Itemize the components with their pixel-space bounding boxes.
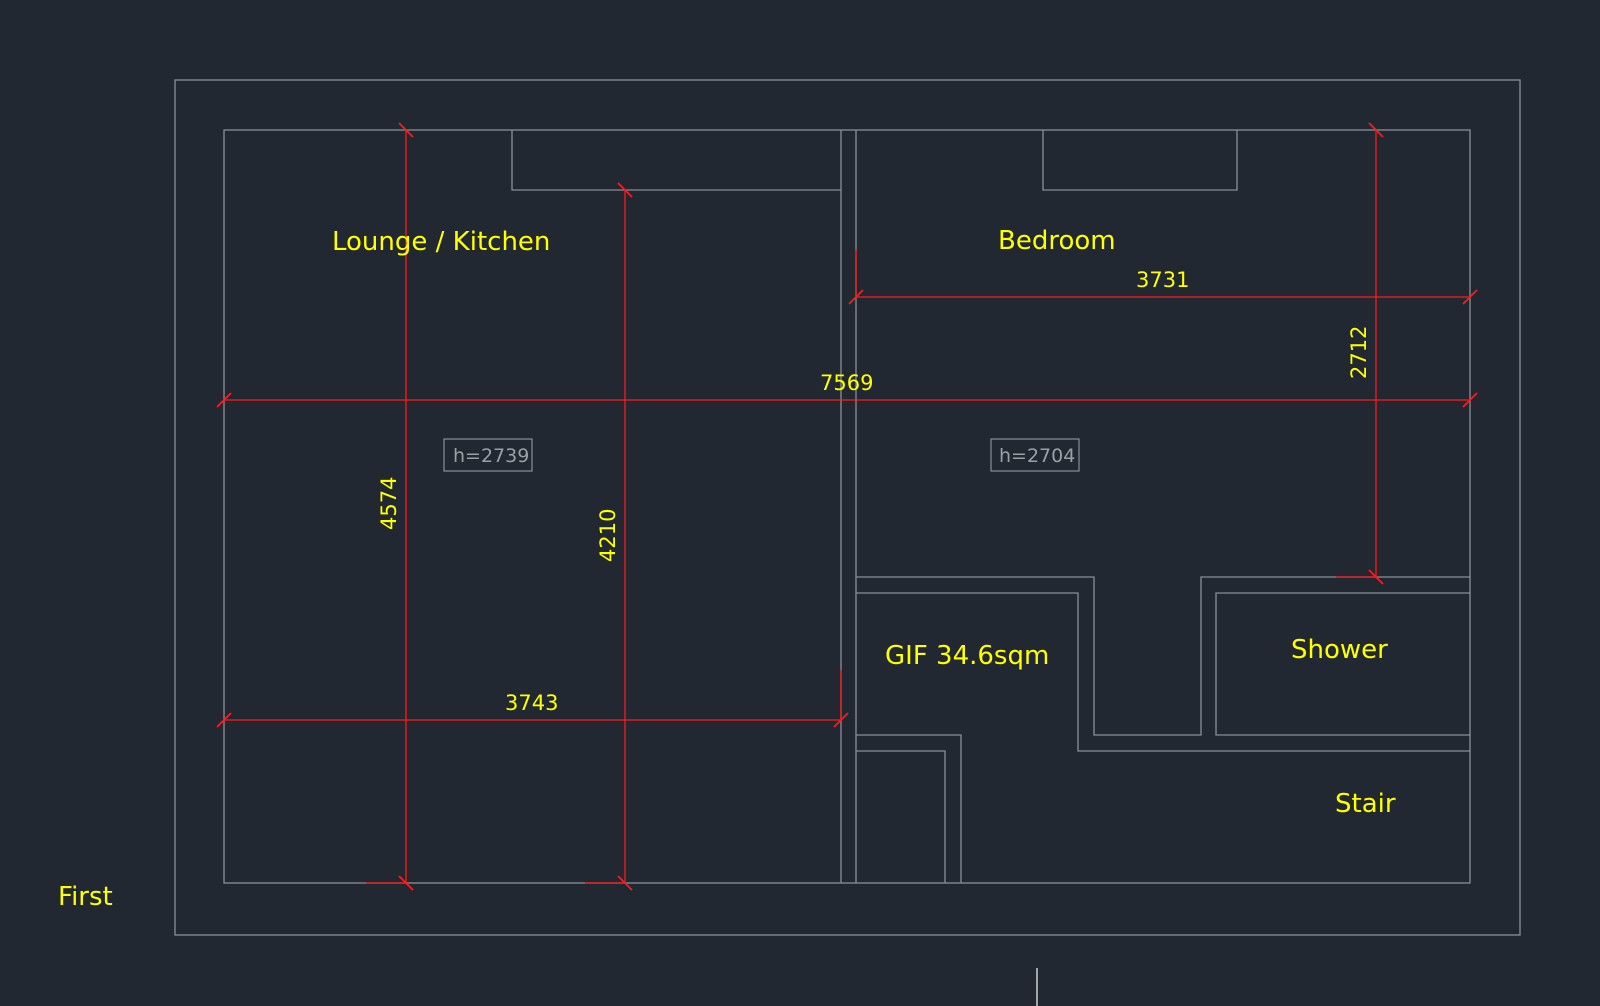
room-label-bedroom: Bedroom xyxy=(998,226,1116,256)
height-tag-bedroom: h=2704 xyxy=(999,445,1075,467)
bedroom-window-recess xyxy=(1042,130,1238,191)
dimension-lounge-width xyxy=(216,670,849,728)
drawing-frame xyxy=(174,79,1521,936)
room-label-stair: Stair xyxy=(1335,789,1396,819)
gif-wall-outer xyxy=(856,576,1470,736)
dimension-bedroom-width xyxy=(848,250,1478,305)
sheet-label: First xyxy=(58,882,113,912)
room-label-gif: GIF 34.6sqm xyxy=(885,641,1049,671)
gif-wall-inner xyxy=(856,592,1470,752)
dimension-bedroom-depth xyxy=(1336,122,1384,585)
dimension-lounge-depth-inner xyxy=(585,182,633,891)
dimension-lounge-depth xyxy=(366,122,414,891)
dim-text-lounge-depth: 4574 xyxy=(377,477,401,530)
height-tag-lounge-box xyxy=(443,438,533,472)
room-label-shower: Shower xyxy=(1291,635,1388,665)
shower-wall-inner xyxy=(1215,592,1470,736)
stair-wall-inner xyxy=(856,750,946,883)
lounge-window-recess xyxy=(511,130,841,191)
dim-text-lounge-depth-inner: 4210 xyxy=(596,509,620,562)
dimension-overall-width xyxy=(216,392,1478,408)
room-label-lounge-kitchen: Lounge / Kitchen xyxy=(332,227,550,257)
dim-text-overall-width: 7569 xyxy=(820,371,873,395)
dim-text-bedroom-depth: 2712 xyxy=(1347,326,1371,379)
height-tag-lounge: h=2739 xyxy=(453,445,529,467)
stair-wall-outer xyxy=(856,734,962,883)
dim-text-bedroom-width: 3731 xyxy=(1136,268,1189,292)
dim-text-lounge-width: 3743 xyxy=(505,691,558,715)
outer-wall xyxy=(223,129,1471,884)
height-tag-bedroom-box xyxy=(990,438,1080,472)
